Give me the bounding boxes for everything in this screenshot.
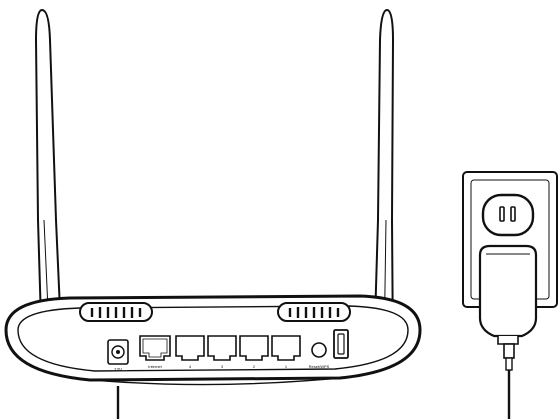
power-cable-lines <box>116 370 511 419</box>
power-adapter <box>478 244 538 371</box>
power-port-label: 12V <box>114 367 123 372</box>
left-vent <box>79 302 153 322</box>
lan-port-1-label: 1 <box>285 364 288 369</box>
lan-port-1 <box>271 335 301 361</box>
lan-port-4-label: 4 <box>189 364 192 369</box>
usb-port <box>333 329 349 359</box>
reset-button-label: Reset/WPS <box>309 364 330 369</box>
lan-port-2 <box>239 335 269 361</box>
wan-port-label: Internet <box>148 364 162 369</box>
lan-port-2-label: 2 <box>253 364 256 369</box>
lan-port-3 <box>207 335 237 361</box>
lan-port-4 <box>175 335 205 361</box>
lan-port-3-label: 3 <box>221 364 224 369</box>
right-vent <box>277 302 351 322</box>
power-port <box>107 339 129 365</box>
reset-button <box>311 342 327 358</box>
wan-port <box>139 335 171 361</box>
